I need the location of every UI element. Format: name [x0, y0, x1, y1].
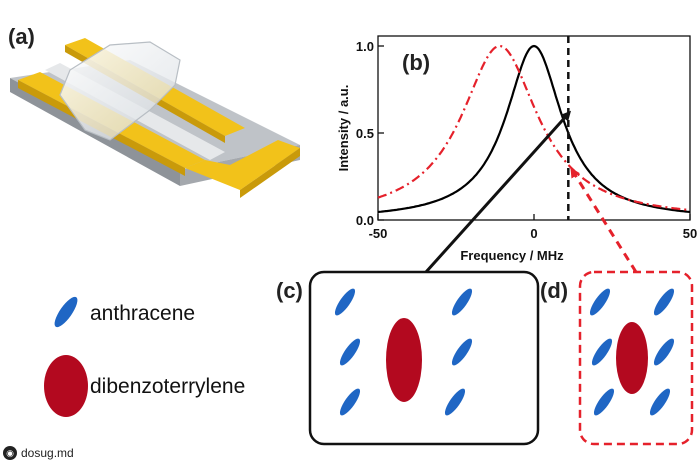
series-line-1: [377, 44, 691, 212]
anthracene-legend-icon: [54, 296, 78, 328]
x-tick-label: 0: [530, 226, 537, 241]
watermark-text: dosug.md: [21, 446, 74, 460]
panel-label-d: (d): [540, 278, 568, 303]
y-tick-label: 1.0: [356, 39, 374, 54]
chart-frame: [377, 35, 691, 221]
y-axis-title: Intensity / a.u.: [336, 85, 351, 172]
y-tick-label: 0.5: [356, 126, 374, 141]
x-tick-label: 50: [683, 226, 697, 241]
spectrum-chart: 0.0 0.5 1.0 -50 0 50 Frequency / MHz Int…: [336, 35, 697, 263]
arrow-d-to-peak: [570, 167, 638, 273]
legend-label-dibenzoterrylene: dibenzoterrylene: [90, 375, 245, 398]
y-tick-label: 0.0: [356, 213, 374, 228]
watermark-logo-icon: ◉: [3, 446, 17, 460]
legend-label-anthracene: anthracene: [90, 302, 195, 325]
panel-label-b: (b): [402, 50, 430, 75]
panel-label-a: (a): [8, 24, 35, 49]
x-axis-title: Frequency / MHz: [460, 248, 564, 263]
dibenzoterrylene-legend-icon: [44, 355, 88, 417]
panel-a-device: [10, 38, 300, 198]
watermark: ◉ dosug.md: [3, 444, 74, 462]
arrow-c-to-peak: [424, 110, 572, 274]
panel-d-box: [578, 270, 694, 446]
legend: anthracene dibenzoterrylene: [44, 296, 245, 417]
panel-label-c: (c): [276, 278, 303, 303]
x-tick-label: -50: [369, 226, 388, 241]
panel-c-box: [308, 270, 540, 446]
